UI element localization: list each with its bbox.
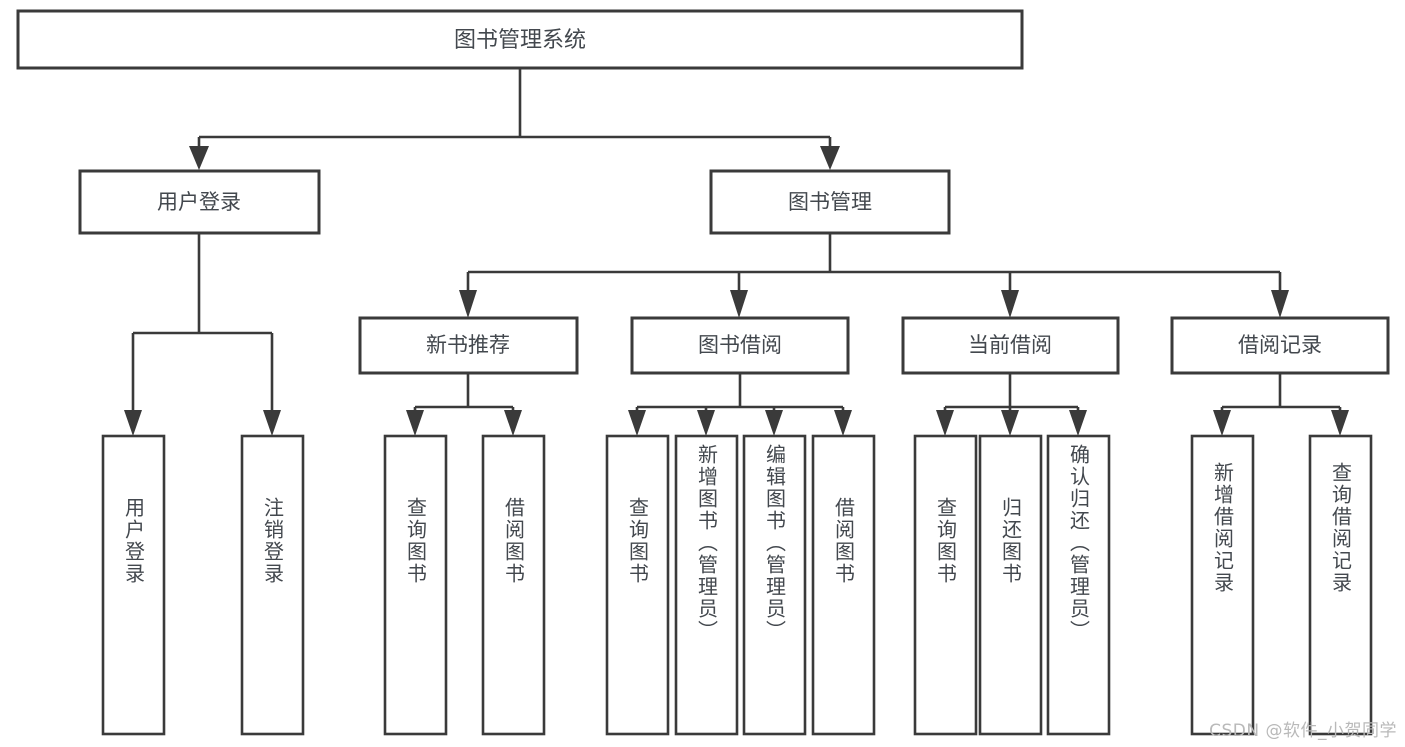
leaf-box-new-book-recommend-0[interactable] [383,434,448,736]
node-new-book-recommend-label: 新书推荐 [426,333,510,357]
node-book-borrow-label: 图书借阅 [698,333,782,357]
arrow-to-new-book-recommend [459,290,477,318]
leaf-box-current-borrow-2[interactable] [1046,434,1111,736]
arrow-to-book-borrow [730,290,748,318]
leaf-box-borrow-record-1[interactable] [1308,434,1373,736]
arrow-to-leaf-bb-3 [765,410,783,436]
arrow-to-leaf-cb-1 [936,410,954,436]
node-current-borrow-box[interactable] [901,316,1120,375]
node-borrow-record-box[interactable] [1170,316,1390,375]
arrow-to-leaf-nbr-2 [504,410,522,436]
arrow-to-leaf-bb-1 [628,410,646,436]
leaf-box-book-borrow-0[interactable] [605,434,670,736]
node-root-box[interactable] [16,9,1024,70]
arrow-to-leaf-user-login [124,410,142,436]
arrow-to-user-login [189,146,209,170]
leaf-box-user-login-0[interactable] [101,434,166,736]
leaf-box-book-borrow-2[interactable] [742,434,807,736]
arrow-to-leaf-cb-2 [1001,410,1019,436]
node-book-manage-box[interactable] [709,169,951,235]
arrow-to-leaf-bb-4 [834,410,852,436]
node-book-borrow-box[interactable] [630,316,850,375]
arrow-to-leaf-cb-3 [1069,410,1087,436]
leaf-box-book-borrow-1[interactable] [674,434,739,736]
node-current-borrow-label: 当前借阅 [968,333,1052,357]
leaf-box-borrow-record-0[interactable] [1190,434,1255,736]
arrow-to-leaf-logout [263,410,281,436]
leaf-box-book-borrow-3[interactable] [811,434,876,736]
node-root-label: 图书管理系统 [454,28,586,53]
leaf-box-current-borrow-0[interactable] [913,434,978,736]
leaf-box-new-book-recommend-1[interactable] [481,434,546,736]
arrow-to-leaf-nbr-1 [406,410,424,436]
watermark-text: CSDN @软件_小贺同学 [1209,721,1397,741]
leaf-box-user-login-1[interactable] [240,434,305,736]
node-new-book-recommend-box[interactable] [358,316,579,375]
arrow-to-current-borrow [1001,290,1019,318]
arrow-to-book-manage [820,146,840,170]
leaf-box-current-borrow-1[interactable] [978,434,1043,736]
node-user-login-label: 用户登录 [157,190,241,214]
node-borrow-record-label: 借阅记录 [1238,333,1322,357]
arrow-to-leaf-br-1 [1213,410,1231,436]
arrow-to-leaf-bb-2 [697,410,715,436]
arrow-to-leaf-br-2 [1331,410,1349,436]
node-book-manage-label: 图书管理 [788,190,872,214]
arrow-to-borrow-record [1271,290,1289,318]
